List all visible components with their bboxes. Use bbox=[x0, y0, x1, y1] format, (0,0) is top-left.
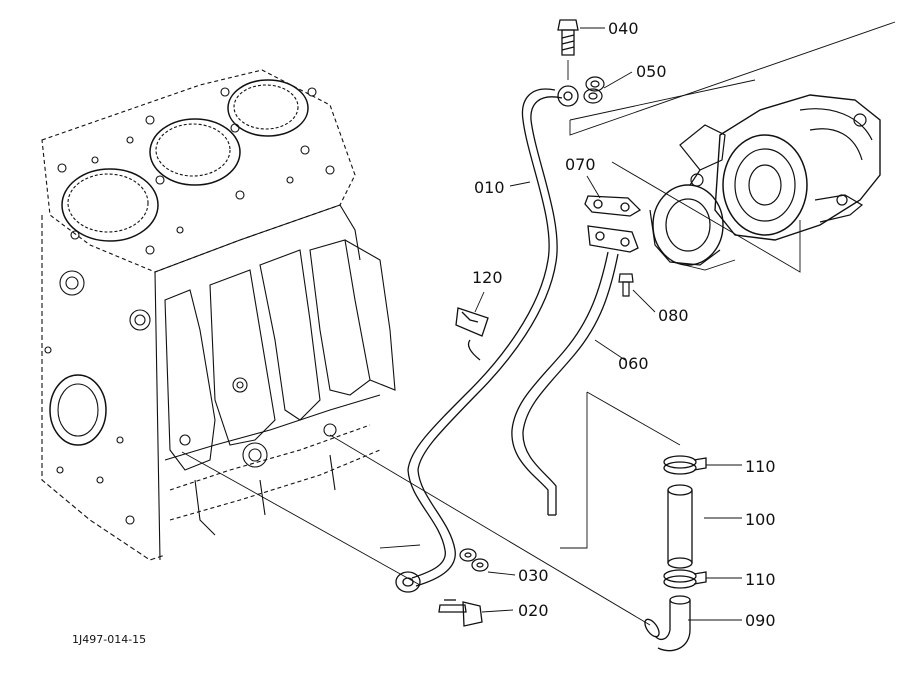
oil-return-pipe-060 bbox=[511, 225, 639, 516]
elbow-pipe-090 bbox=[644, 595, 691, 652]
turbocharger bbox=[649, 94, 881, 266]
callout-010: 010 bbox=[474, 178, 505, 197]
eye-bolt-020 bbox=[438, 599, 483, 627]
engine-block bbox=[41, 69, 396, 561]
hose-clamp-110-top bbox=[663, 455, 707, 475]
gasket-070 bbox=[584, 195, 642, 217]
drawing-code: 1J497-014-15 bbox=[72, 633, 146, 646]
callout-020: 020 bbox=[518, 601, 549, 620]
callout-110-bottom: 110 bbox=[745, 570, 776, 589]
callout-060: 060 bbox=[618, 354, 649, 373]
callout-090: 090 bbox=[745, 611, 776, 630]
gasket-washers-050 bbox=[583, 76, 605, 104]
callout-110-top: 110 bbox=[745, 457, 776, 476]
oil-feed-pipe-010 bbox=[395, 85, 579, 593]
gasket-washers-030 bbox=[459, 548, 489, 572]
callout-050: 050 bbox=[636, 62, 667, 81]
eye-bolt-040 bbox=[557, 19, 579, 56]
hose-100 bbox=[667, 484, 693, 569]
callout-120: 120 bbox=[472, 268, 503, 287]
callout-030: 030 bbox=[518, 566, 549, 585]
clip-120 bbox=[455, 307, 489, 361]
callout-040: 040 bbox=[608, 19, 639, 38]
leader-lines bbox=[181, 21, 896, 626]
callout-080: 080 bbox=[658, 306, 689, 325]
hose-clamp-110-bottom bbox=[663, 569, 707, 589]
bolt-080 bbox=[618, 273, 634, 297]
callout-100: 100 bbox=[745, 510, 776, 529]
callout-070: 070 bbox=[565, 155, 596, 174]
